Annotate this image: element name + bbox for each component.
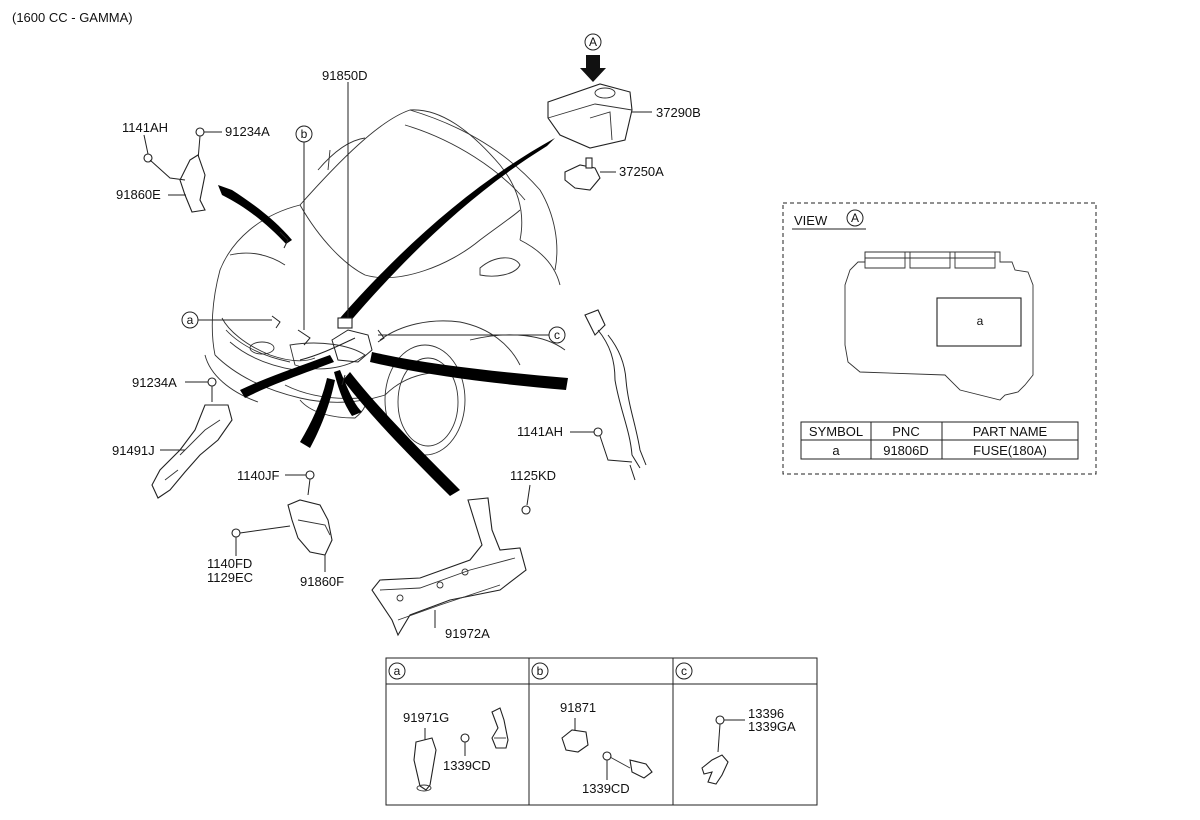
label-91234a-mid: 91234A	[132, 375, 177, 390]
arrow-a-marker: A	[580, 33, 606, 82]
label-37250a: 37250A	[619, 164, 664, 179]
bracket-91860e	[143, 127, 222, 213]
vehicle-outline	[204, 109, 566, 456]
label-91850d: 91850D	[322, 68, 368, 83]
detail-c-part-1: 13396	[748, 706, 784, 721]
detail-a-part-2: 1339CD	[443, 758, 491, 773]
main-harness-cluster	[299, 82, 373, 386]
callout-c-marker: c	[377, 326, 566, 344]
label-91860f: 91860F	[300, 574, 344, 589]
part-labels: 91850D 37290B 37250A 1141AH 91234A 91860…	[112, 68, 701, 641]
label-1140jf: 1140JF	[237, 468, 279, 483]
detail-b-letter: b	[537, 664, 544, 678]
label-91860e: 91860E	[116, 187, 161, 202]
view-a-panel: VIEW A a SYMBOL PNC PART NAME a 91806D F…	[782, 202, 1097, 475]
fuse-a-label: a	[977, 314, 984, 328]
detail-a-letter: a	[394, 664, 401, 678]
marker-letter: b	[301, 127, 308, 141]
label-91491j: 91491J	[112, 443, 155, 458]
connector-37250a	[564, 157, 616, 191]
label-1140fd: 1140FD	[207, 556, 252, 571]
label-91234a-top: 91234A	[225, 124, 270, 139]
label-1129ec: 1129EC	[207, 570, 253, 585]
bracket-91972a	[371, 484, 531, 637]
detail-b-part-1: 91871	[560, 700, 596, 715]
table-cell-symbol: a	[832, 443, 840, 458]
fuse-a-box	[936, 297, 1022, 347]
engine-note: (1600 CC - GAMMA)	[12, 10, 133, 25]
leader-bands	[218, 138, 568, 496]
callout-a-marker: a	[181, 311, 281, 329]
detail-c-part-2: 1339GA	[748, 719, 796, 734]
view-title: VIEW	[794, 213, 828, 228]
label-1141ah-top: 1141AH	[122, 120, 168, 135]
view-letter: A	[851, 211, 859, 225]
table-header-pnc: PNC	[892, 424, 919, 439]
detail-b-part-2: 1339CD	[582, 781, 630, 796]
marker-letter: a	[187, 313, 194, 327]
label-91972a: 91972A	[445, 626, 490, 641]
label-37290b: 37290B	[656, 105, 701, 120]
clip-small	[279, 231, 289, 249]
fuse-box-cover	[547, 83, 652, 149]
bracket-91860f	[231, 470, 333, 572]
callout-b-marker: b	[295, 125, 313, 346]
marker-letter: A	[589, 35, 597, 49]
table-header-symbol: SYMBOL	[809, 424, 863, 439]
detail-boxes: a 91971G 1339CD b 91871 1339CD c 13396 1…	[385, 657, 818, 806]
view-panel-border	[782, 202, 1097, 475]
bracket-91491j	[151, 377, 233, 499]
detail-c-letter: c	[681, 664, 687, 678]
label-1141ah-right: 1141AH	[517, 424, 563, 439]
marker-letter: c	[554, 328, 560, 342]
detail-a-part-1: 91971G	[403, 710, 449, 725]
label-1125kd: 1125KD	[510, 468, 556, 483]
battery-cable	[570, 309, 647, 481]
table-cell-part-name: FUSE(180A)	[973, 443, 1047, 458]
table-header-part-name: PART NAME	[973, 424, 1048, 439]
table-cell-pnc: 91806D	[883, 443, 929, 458]
